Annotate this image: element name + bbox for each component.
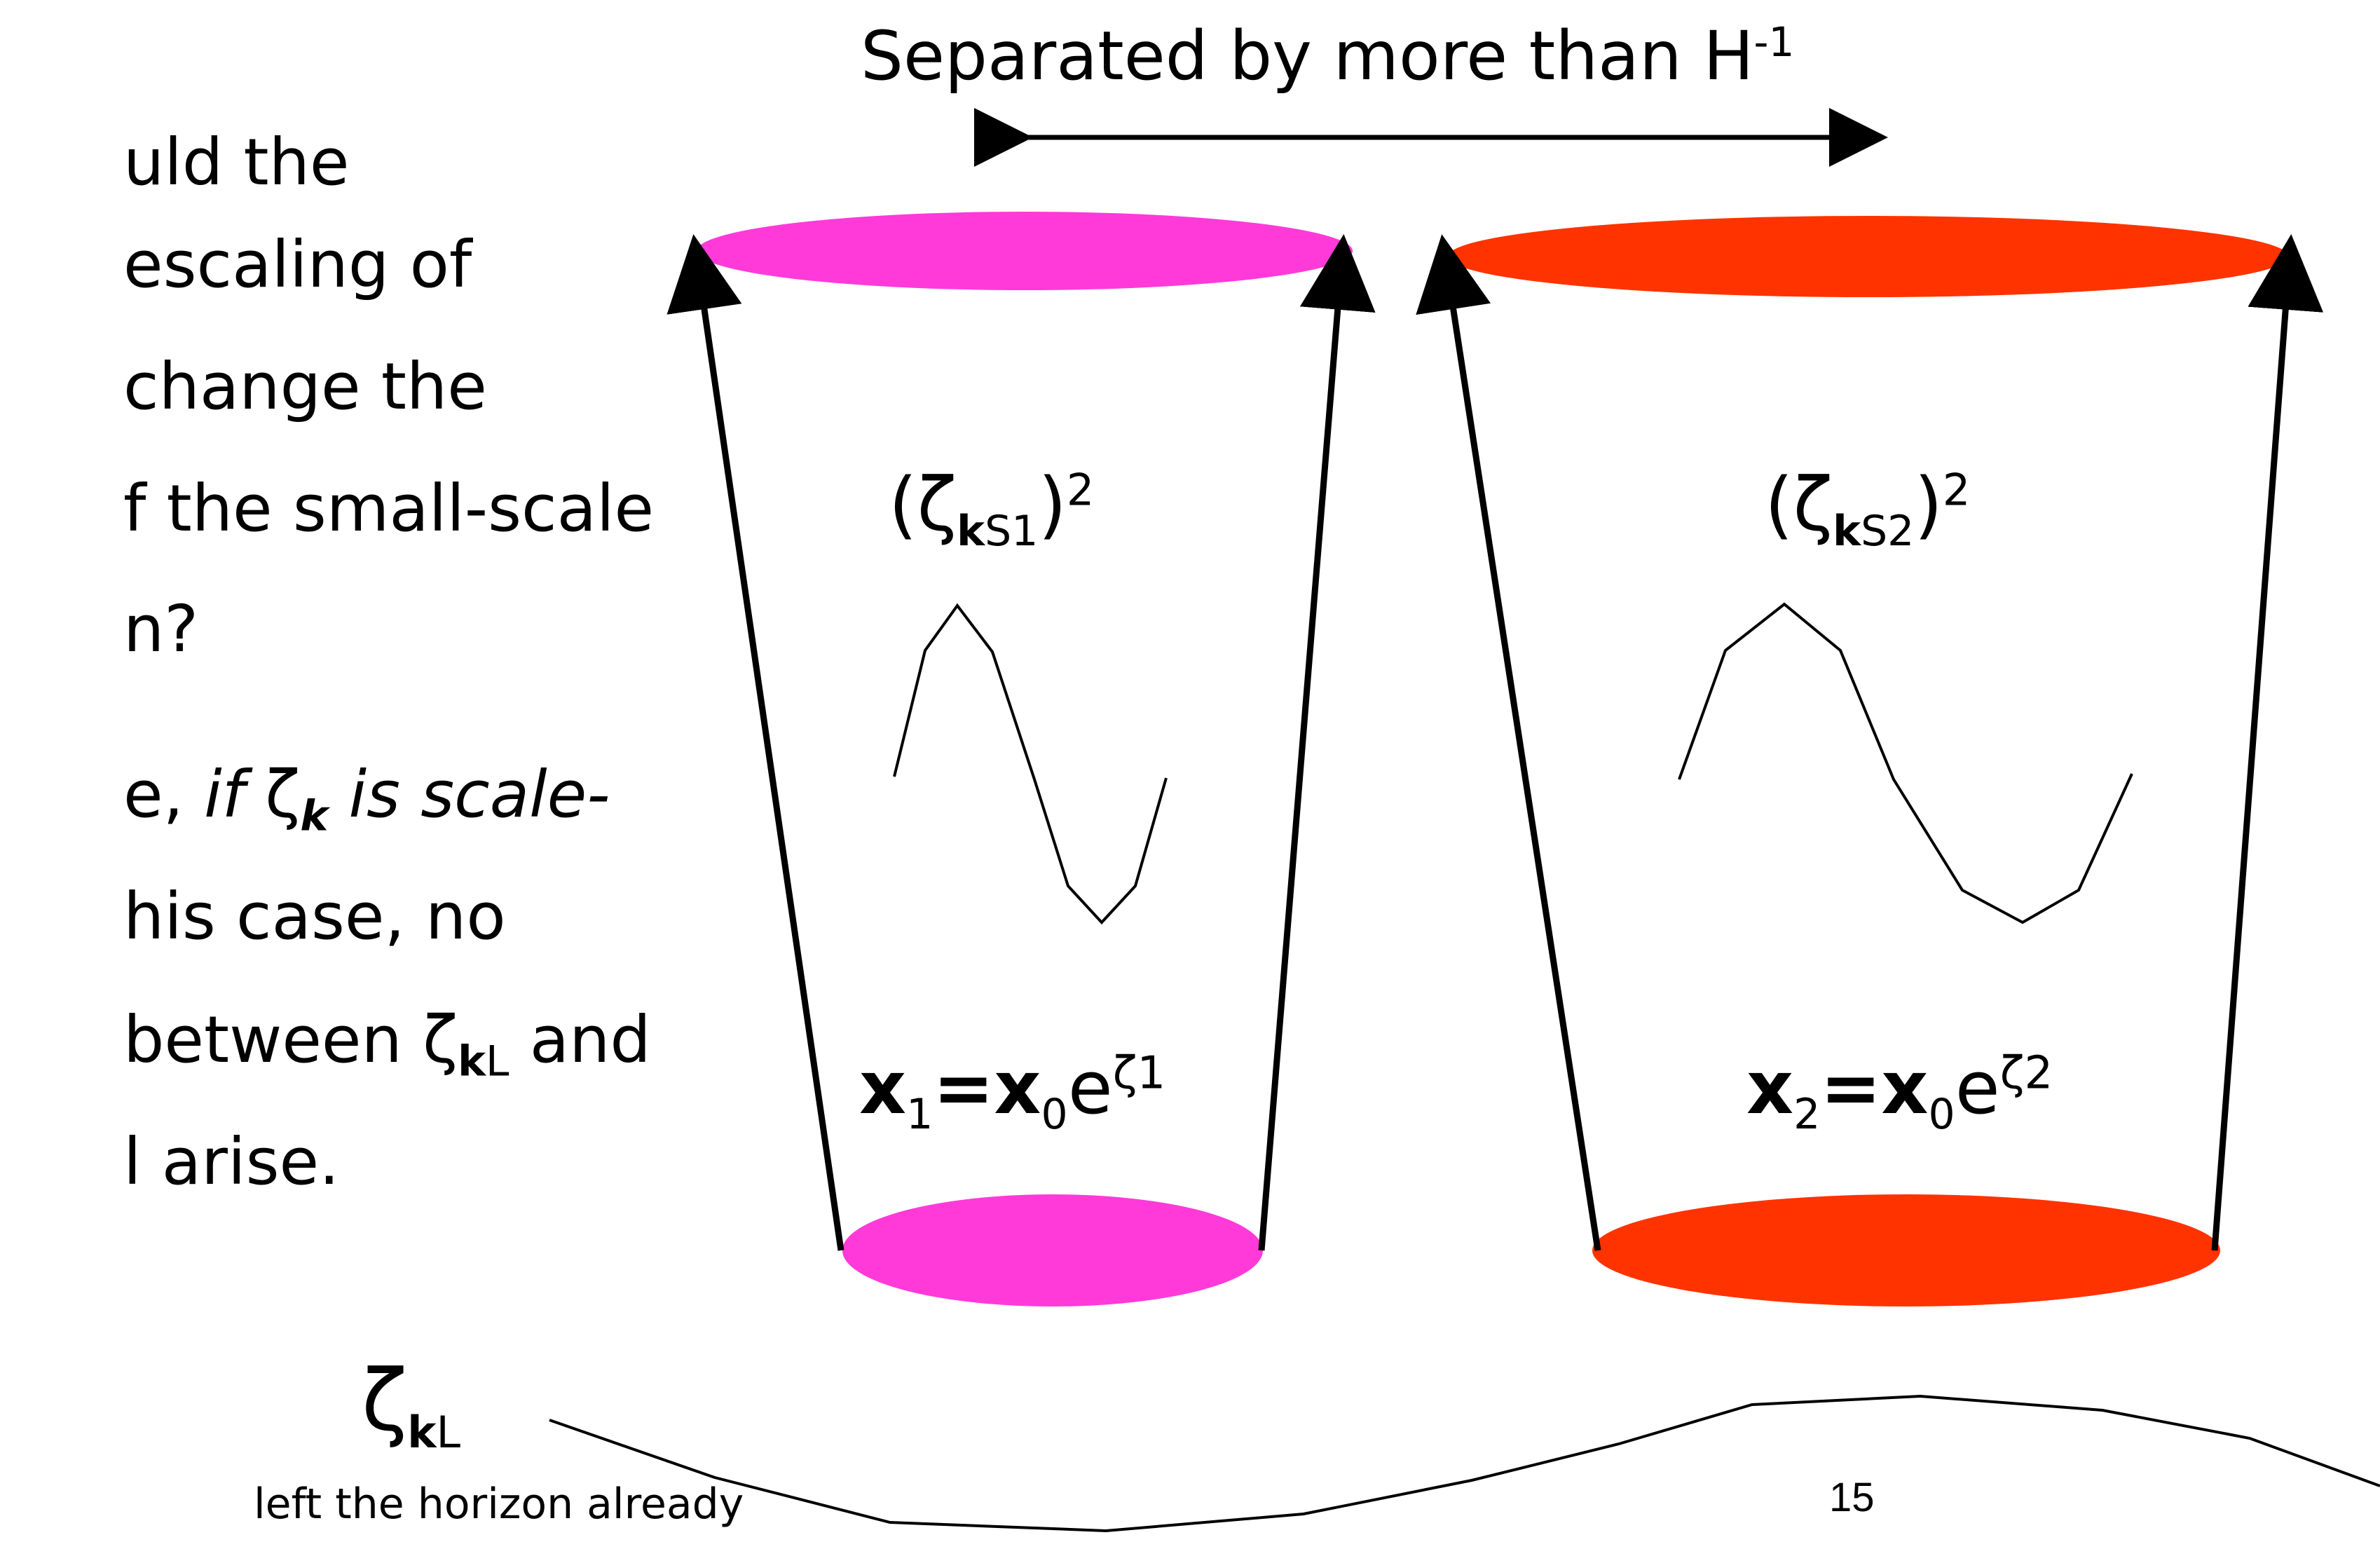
left-text-line-6: e, if ζk is scale- (123, 757, 610, 841)
left-text-line-8: between ζkL and (123, 1002, 651, 1086)
separation-header: Separated by more than H-1 (861, 17, 1795, 95)
bucket1-top-ellipse (697, 212, 1353, 290)
bucket2-left-side-arrow (1416, 234, 1601, 1251)
left-text-line-7: his case, no (123, 879, 506, 954)
bucket1-right-side-arrow (1258, 234, 1376, 1251)
zeta-k-symbol: ζk (265, 757, 329, 841)
bucket2-top-ellipse (1448, 216, 2289, 297)
long-mode-curve (549, 1394, 2380, 1533)
bucket2-right-side-arrow (2211, 234, 2324, 1251)
left-text-line-9: l arise. (123, 1124, 340, 1199)
long-mode-symbol: ζkL (362, 1353, 461, 1458)
bucket1-power-label: (ζkS1)2 (889, 462, 1095, 556)
page-number: 15 (1829, 1475, 1875, 1520)
bucket1-bottom-ellipse (842, 1194, 1263, 1306)
left-text-line-3: change the (123, 349, 487, 424)
zeta-kL-symbol: ζkL (423, 1002, 509, 1086)
left-text-line-1: uld the (123, 125, 350, 200)
bucket2-bottom-ellipse (1592, 1194, 2220, 1306)
bucket1-short-wave (893, 603, 1168, 924)
bucket1-coordinate-label: x1=x0eζ1 (859, 1045, 1166, 1139)
bucket2-power-label: (ζkS2)2 (1765, 462, 1971, 556)
left-text-line-2: escaling of (123, 227, 472, 302)
bucket2-coordinate-label: x2=x0eζ2 (1746, 1045, 2053, 1139)
bucket1-left-side-arrow (666, 234, 844, 1251)
left-text-line-4: f the small-scale (123, 471, 655, 546)
bucket2-short-wave (1678, 602, 2133, 924)
left-text-line-5: n? (123, 592, 199, 667)
long-mode-caption: left the horizon already (254, 1480, 744, 1529)
